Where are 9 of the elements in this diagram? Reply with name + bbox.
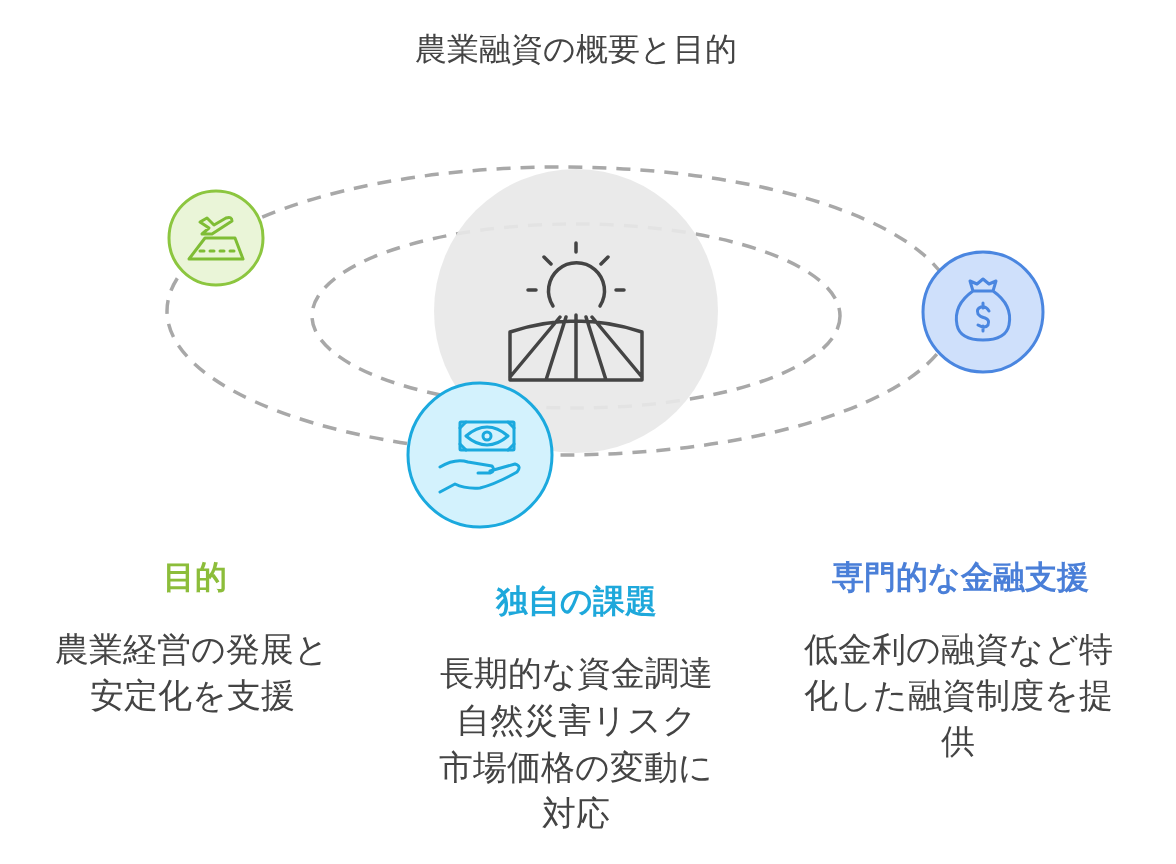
- description-text: 農業経営の発展と安定化を支援: [54, 628, 330, 717]
- list-item: 長期的な資金調達: [438, 652, 714, 695]
- section-heading: 独自の課題: [494, 581, 658, 622]
- title: 農業融資の概要と目的: [414, 29, 738, 70]
- description-text: 低金利の融資など特化した融資制度を提供: [802, 628, 1114, 763]
- section-heading: 目的: [162, 557, 228, 598]
- list-item: 自然災害リスク: [454, 699, 698, 742]
- list-item: 市場価格の変動に対応: [438, 746, 714, 835]
- section-heading: 専門的な金融支援: [830, 557, 1090, 598]
